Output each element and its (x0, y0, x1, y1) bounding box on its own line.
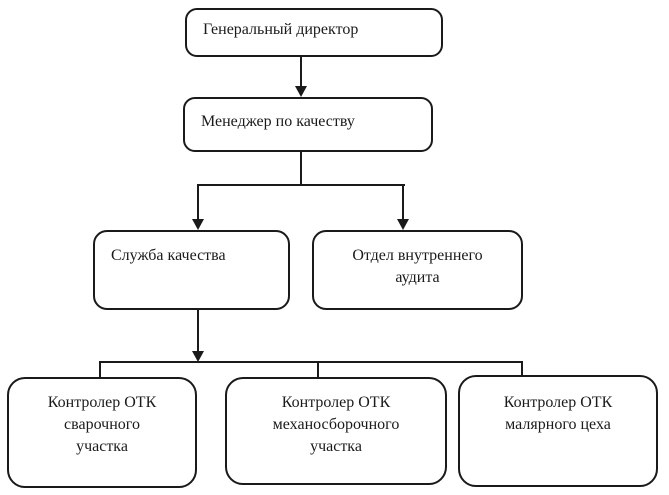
connector-manager-stem (300, 152, 302, 186)
node-label: Контролер ОТК (503, 394, 613, 411)
node-otk-welding-controller: Контролер ОТК сварочного участка (7, 377, 197, 488)
node-label: аудита (395, 269, 440, 286)
node-label: Генеральный директор (203, 21, 359, 38)
arrowhead-down-icon (192, 351, 204, 362)
node-quality-manager: Менеджер по качеству (183, 97, 433, 152)
connector-to-otk-welding (99, 361, 101, 378)
node-label: Контролер ОТК (47, 394, 157, 411)
node-label: Менеджер по качеству (201, 113, 355, 130)
connector-bottom-bar (99, 361, 523, 363)
node-label: участка (310, 438, 362, 455)
node-internal-audit: Отдел внутреннего аудита (312, 230, 523, 310)
node-label: Служба качества (111, 247, 226, 264)
connector-quality-service-stem (197, 310, 199, 352)
arrowhead-down-icon (192, 219, 204, 230)
arrowhead-down-icon (295, 86, 307, 97)
arrowhead-down-icon (397, 219, 409, 230)
connector-to-internal-audit (402, 184, 404, 220)
node-label: сварочного (64, 416, 140, 433)
node-otk-painting-controller: Контролер ОТК малярного цеха (458, 375, 658, 487)
node-label: Контролер ОТК (281, 394, 391, 411)
connector-to-otk-assembly (317, 361, 319, 378)
node-label: малярного цеха (505, 416, 611, 433)
node-otk-assembly-controller: Контролер ОТК механосборочного участка (225, 377, 447, 485)
node-label: Отдел внутреннего (352, 247, 483, 264)
node-quality-service: Служба качества (93, 230, 290, 310)
connector-ceo-to-manager (300, 57, 302, 88)
node-general-director: Генеральный директор (185, 8, 443, 57)
node-label: механосборочного (272, 416, 400, 433)
connector-to-otk-painting (521, 361, 523, 376)
connector-to-quality-service (197, 184, 199, 220)
node-label: участка (76, 438, 128, 455)
connector-split-bar (197, 184, 405, 186)
